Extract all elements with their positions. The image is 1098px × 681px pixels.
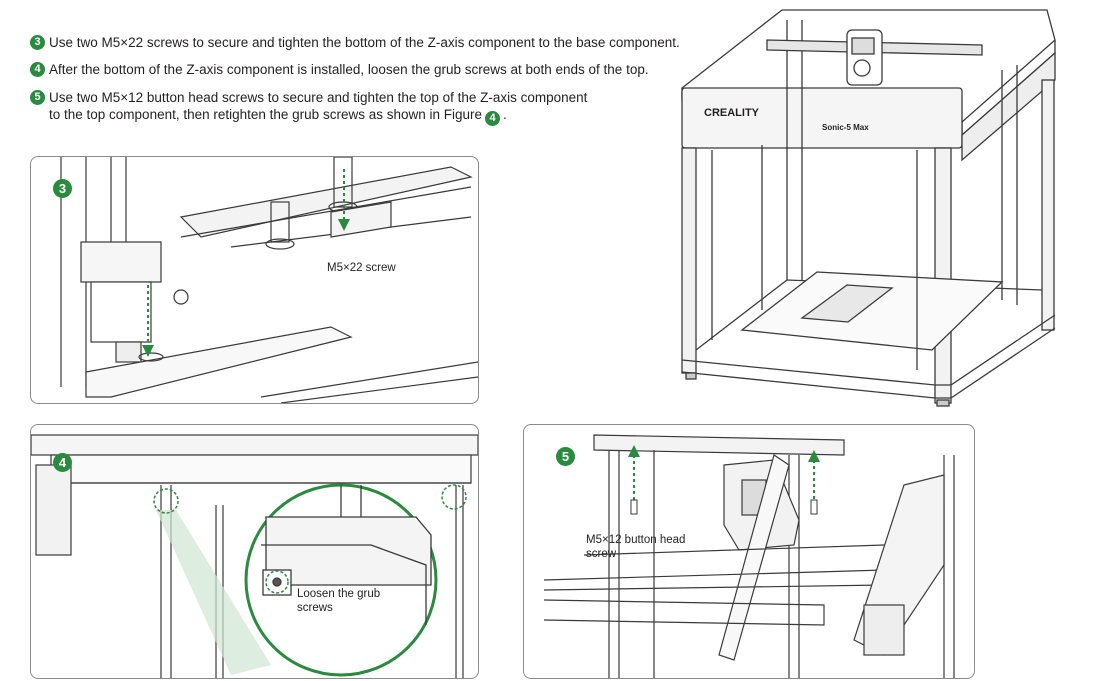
figure-badge: 5: [556, 447, 575, 466]
step-number-badge: 5: [30, 90, 45, 105]
figure-badge: 4: [53, 453, 72, 472]
grub-screw-callout-label: Loosen the grub screws: [297, 587, 380, 615]
figure-badge: 3: [53, 179, 72, 198]
callout-line1: Loosen the grub: [297, 588, 381, 600]
callout-line1: M5×12 button head: [586, 534, 686, 546]
step-text-line2: to the top component, then retighten the…: [49, 107, 483, 122]
step-text: After the bottom of the Z-axis component…: [49, 62, 649, 77]
figure-3-panel: 3 M5×22 screw: [30, 156, 479, 404]
step-number-badge: 4: [30, 62, 45, 77]
step-text-line1: Use two M5×12 button head screws to secu…: [49, 90, 588, 105]
step-number-badge: 3: [30, 35, 45, 50]
button-head-screw-callout-label: M5×12 button head screw: [586, 533, 685, 561]
screw-callout-label: M5×22 screw: [327, 262, 396, 274]
figure-4-panel: 4 Loosen the grub screws: [30, 424, 479, 679]
figure-5-drawing: [543, 434, 955, 678]
printer-model: Sonic-5 Max: [822, 123, 869, 132]
step-3: 3 Use two M5×22 screws to secure and tig…: [30, 34, 680, 51]
callout-line2: screw: [586, 548, 617, 560]
step-text-tail: .: [503, 107, 507, 122]
figure-4-drawing: [31, 434, 478, 678]
printer-illustration: CREALITY Sonic-5 Max: [680, 9, 1056, 407]
figure-3-drawing: [60, 157, 478, 403]
step-5: 5 Use two M5×12 button head screws to se…: [30, 89, 587, 126]
figure-5-panel: 5 M5×12 button head screw: [523, 424, 975, 679]
printer-brand: CREALITY: [704, 107, 760, 119]
step-4: 4 After the bottom of the Z-axis compone…: [30, 61, 649, 78]
figure-ref-badge: 4: [485, 111, 501, 126]
step-text: Use two M5×22 screws to secure and tight…: [49, 35, 680, 50]
callout-line2: screws: [297, 602, 333, 614]
